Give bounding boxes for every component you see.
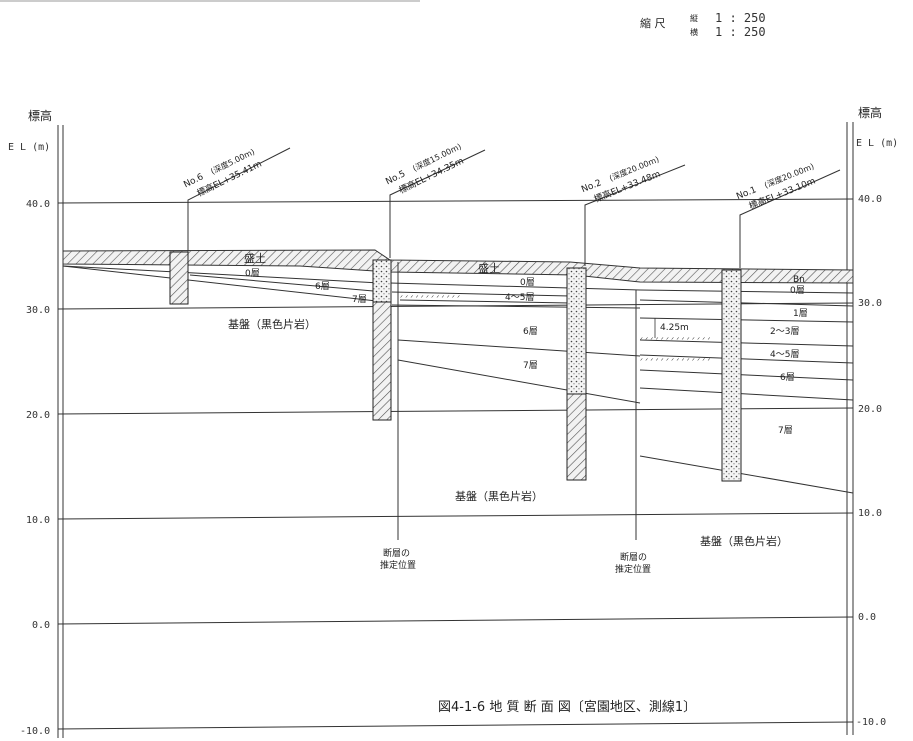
fault2-line2: 推定位置 xyxy=(615,563,651,575)
sand-mark-right: ᐟ ᐟ ᐟ ᐟ ᐟ ᐟ ᐟ ᐟ ᐟ ᐟ ᐟ ᐟ ᐟ ᐟ xyxy=(640,336,710,344)
sand-mark-right2: ᐟ ᐟ ᐟ ᐟ ᐟ ᐟ ᐟ ᐟ ᐟ ᐟ ᐟ ᐟ ᐟ ᐟ xyxy=(640,357,710,365)
fault1-line2: 推定位置 xyxy=(380,559,416,571)
tick-right-30: 30.0 xyxy=(858,298,882,309)
tick-right-0: 0.0 xyxy=(858,612,876,623)
layer-45-c: 4～5層 xyxy=(770,349,799,360)
tick-left-40: 40.0 xyxy=(26,199,50,210)
layer-0-b: 0層 xyxy=(520,277,535,288)
scale-vertical-label: 縦 xyxy=(690,13,698,23)
axis-title-right: 標高 xyxy=(858,105,882,120)
borehole-label-no6: No.6 (深度5.00m) 標高EL+35.41m xyxy=(182,146,263,199)
layer-bedrock-a: 基盤（黒色片岩） xyxy=(228,317,316,331)
layer-bedrock-b: 基盤（黒色片岩） xyxy=(455,489,543,503)
layer-7-b: 7層 xyxy=(523,360,538,371)
offset-label: 4.25m xyxy=(660,323,689,333)
layer-0-a: 0層 xyxy=(245,268,260,279)
layer-6-c: 6層 xyxy=(780,372,795,383)
borehole-column-no6 xyxy=(169,251,189,305)
layer-7-a: 7層 xyxy=(352,294,367,305)
tick-left-0: 0.0 xyxy=(32,620,50,631)
stratum-boundaries xyxy=(62,265,854,494)
layer-labels: 盛土 盛土 0層 6層 7層 基盤（黒色片岩） 0層 4～5層 6層 7層 基盤… xyxy=(228,251,808,548)
borehole-leaders xyxy=(187,147,841,268)
layer-23-c: 2～3層 xyxy=(770,326,799,337)
scale-vertical-value: 1 : 250 xyxy=(715,11,766,25)
axis-unit-right: E L (m) xyxy=(856,138,898,149)
scale-horizontal-value: 1 : 250 xyxy=(715,25,766,39)
axis-posts xyxy=(57,122,854,738)
layer-bn: Bn xyxy=(793,275,805,285)
sand-mark-middle: ᐟ ᐟ ᐟ ᐟ ᐟ ᐟ ᐟ ᐟ ᐟ ᐟ ᐟ ᐟ xyxy=(400,294,460,302)
scale-title: 縮 尺 xyxy=(640,16,666,30)
tick-left-30: 30.0 xyxy=(26,305,50,316)
fault-annotation-1: 断層の 推定位置 xyxy=(380,547,416,571)
figure-title: 図4-1-6 地 質 断 面 図〔宮園地区、測線1〕 xyxy=(438,699,696,715)
fault-lines xyxy=(397,262,637,540)
tick-right-20: 20.0 xyxy=(858,404,882,415)
scale-legend: 縮 尺 縦 1 : 250 横 1 : 250 xyxy=(640,11,766,39)
axis-unit-left: E L (m) xyxy=(8,142,50,153)
layer-6-a: 6層 xyxy=(315,281,330,292)
borehole-column-no2 xyxy=(566,267,587,481)
layer-fill-b: 盛土 xyxy=(478,261,500,275)
scale-horizontal-label: 横 xyxy=(690,27,698,37)
left-tick-labels: 40.0 30.0 20.0 10.0 0.0 -10.0 xyxy=(20,199,50,737)
layer-fill-a: 盛土 xyxy=(244,251,266,265)
tick-left-10: 10.0 xyxy=(26,515,50,526)
layer-bedrock-c: 基盤（黒色片岩） xyxy=(700,534,788,548)
layer-0-c: 0層 xyxy=(790,285,805,296)
tick-right-40: 40.0 xyxy=(858,194,882,205)
layer-7-c: 7層 xyxy=(778,425,793,436)
fault-annotation-2: 断層の 推定位置 xyxy=(615,551,651,575)
layer-6-b: 6層 xyxy=(523,326,538,337)
tick-right-10: 10.0 xyxy=(858,508,882,519)
layer-45-b: 4～5層 xyxy=(505,292,534,303)
tick-left-20: 20.0 xyxy=(26,410,50,421)
right-tick-labels: 40.0 30.0 20.0 10.0 0.0 -10.0 xyxy=(856,194,886,728)
borehole-label-no1: No.1 (深度20.00m) 標高EL+33.10m xyxy=(735,161,817,212)
borehole-column-no1 xyxy=(721,269,742,482)
borehole-label-no5: No.5 (深度15.00m) 標高EL+34.35m xyxy=(384,141,465,196)
layer-1-c: 1層 xyxy=(793,308,808,319)
tick-right-minus10: -10.0 xyxy=(856,717,886,728)
borehole-column-no5 xyxy=(372,259,392,421)
fault1-line1: 断層の xyxy=(383,547,410,559)
tick-left-minus10: -10.0 xyxy=(20,726,50,737)
sand-markers: ᐟ ᐟ ᐟ ᐟ ᐟ ᐟ ᐟ ᐟ ᐟ ᐟ ᐟ ᐟ ᐟ ᐟ ᐟ ᐟ ᐟ ᐟ ᐟ ᐟ … xyxy=(400,294,710,365)
axis-title-left: 標高 xyxy=(28,108,52,123)
fault2-line1: 断層の xyxy=(620,551,647,563)
